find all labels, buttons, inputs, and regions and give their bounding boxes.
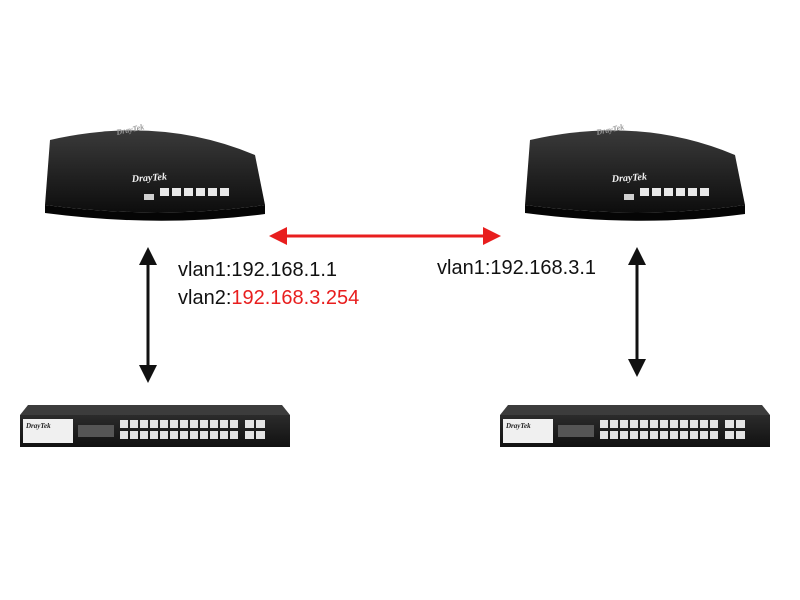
switch-port — [670, 420, 678, 428]
left-vlan2-ip: 192.168.3.254 — [231, 287, 360, 309]
switch-port — [620, 431, 628, 439]
switch-port — [630, 420, 638, 428]
switch-port — [700, 420, 708, 428]
switch-port — [150, 431, 158, 439]
router-right-port-row — [624, 188, 709, 200]
left-vlan1-ip: 192.168.1.1 — [231, 259, 338, 281]
switch-left-brand: DrayTek — [25, 422, 51, 430]
switch-port — [210, 420, 218, 428]
switch-port — [710, 420, 718, 428]
left-vlan2-prefix: vlan2: — [178, 287, 232, 309]
switch-port — [180, 431, 188, 439]
switch-port — [650, 431, 658, 439]
right-vlan1-label: vlan1:192.168.3.1 — [437, 256, 596, 280]
switch-port — [620, 420, 628, 428]
switch-uplink-port — [725, 431, 734, 439]
switch-port — [220, 431, 228, 439]
switch-port — [150, 420, 158, 428]
switch-port — [640, 431, 648, 439]
switch-port — [170, 420, 178, 428]
switch-port — [680, 431, 688, 439]
left-vlan1-prefix: vlan1: — [178, 259, 232, 281]
switch-uplink-port — [256, 431, 265, 439]
switch-port — [600, 431, 608, 439]
switch-port — [230, 420, 238, 428]
left-vlan2-label: vlan2:192.168.3.254 — [178, 286, 359, 310]
switch-right-port-block — [558, 420, 745, 439]
switch-port — [230, 431, 238, 439]
switch-port — [700, 431, 708, 439]
switch-port — [630, 431, 638, 439]
switch-port — [140, 431, 148, 439]
switch-port — [170, 431, 178, 439]
switch-uplink-port — [256, 420, 265, 428]
switch-port — [610, 431, 618, 439]
switch-port — [660, 420, 668, 428]
switch-right: DrayTek — [500, 405, 770, 447]
switch-right-brand: DrayTek — [505, 422, 531, 430]
router-left-brand: DrayTek — [130, 172, 167, 185]
router-left: DrayTek DrayTek — [45, 122, 265, 221]
switch-port — [160, 420, 168, 428]
left-vlan1-label: vlan1:192.168.1.1 — [178, 258, 337, 282]
switch-port — [690, 431, 698, 439]
switch-port — [120, 431, 128, 439]
switch-port — [710, 431, 718, 439]
switch-port — [680, 420, 688, 428]
router-right-brand: DrayTek — [610, 172, 647, 185]
right-vlan1-prefix: vlan1: — [437, 257, 491, 279]
switch-port — [190, 420, 198, 428]
switch-led-panel — [78, 425, 114, 437]
switch-port — [690, 420, 698, 428]
switch-port — [190, 431, 198, 439]
switch-port — [220, 420, 228, 428]
switch-port — [650, 420, 658, 428]
switch-uplink-port — [736, 431, 745, 439]
switch-port — [670, 431, 678, 439]
switch-port — [130, 420, 138, 428]
switch-uplink-port — [245, 420, 254, 428]
switch-port — [140, 420, 148, 428]
switch-port — [200, 420, 208, 428]
switch-led-panel — [558, 425, 594, 437]
router-right: DrayTek DrayTek — [525, 122, 745, 221]
router-left-port-row — [144, 188, 229, 200]
switch-port — [130, 431, 138, 439]
switch-port — [200, 431, 208, 439]
switch-uplink-port — [245, 431, 254, 439]
switch-port — [180, 420, 188, 428]
switch-port — [210, 431, 218, 439]
switch-left: DrayTek — [20, 405, 290, 447]
switch-uplink-port — [736, 420, 745, 428]
switch-uplink-port — [725, 420, 734, 428]
switch-left-port-block — [78, 420, 265, 439]
switch-port — [660, 431, 668, 439]
switch-port — [120, 420, 128, 428]
switch-port — [610, 420, 618, 428]
switch-port — [160, 431, 168, 439]
right-vlan1-ip: 192.168.3.1 — [490, 257, 597, 279]
switch-port — [640, 420, 648, 428]
switch-port — [600, 420, 608, 428]
